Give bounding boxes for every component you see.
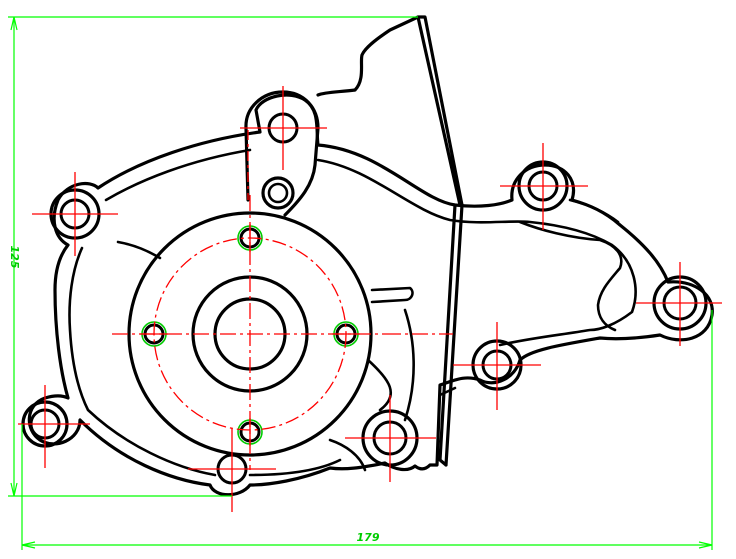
hole-far-right-cross xyxy=(636,262,722,346)
upper-boss-hole xyxy=(261,176,295,210)
top-bracket xyxy=(316,15,464,207)
width-arrow-right xyxy=(698,541,713,549)
width-dimension-label: 179 xyxy=(357,531,380,544)
bolt-hole-cross-marks xyxy=(140,224,360,446)
hole-right-upper-cross xyxy=(500,143,588,230)
hole-lower-right-cross xyxy=(345,395,436,482)
height-dimension-label: 125 xyxy=(8,246,21,269)
hole-mid-right-cross xyxy=(453,322,541,410)
part-outline xyxy=(27,15,714,497)
height-arrow-top xyxy=(10,16,18,31)
width-arrow-left xyxy=(21,541,36,549)
right-arm-rib-2 xyxy=(568,198,620,224)
upper-boss-hole-inner xyxy=(267,182,289,204)
hole-lower-left-cross xyxy=(18,385,90,468)
hole-top-ear-cross xyxy=(240,86,327,170)
housing-outer-contour xyxy=(27,93,714,497)
height-arrow-bottom xyxy=(10,482,18,497)
hole-upper-left-cross xyxy=(32,172,118,256)
centerlines xyxy=(18,86,722,512)
left-web xyxy=(116,240,162,260)
lower-right-lug xyxy=(328,286,415,472)
hole-bottom-cross xyxy=(188,428,276,512)
bracket-edge xyxy=(438,203,464,467)
right-arm-rib xyxy=(518,220,623,332)
dimensions xyxy=(8,16,713,550)
